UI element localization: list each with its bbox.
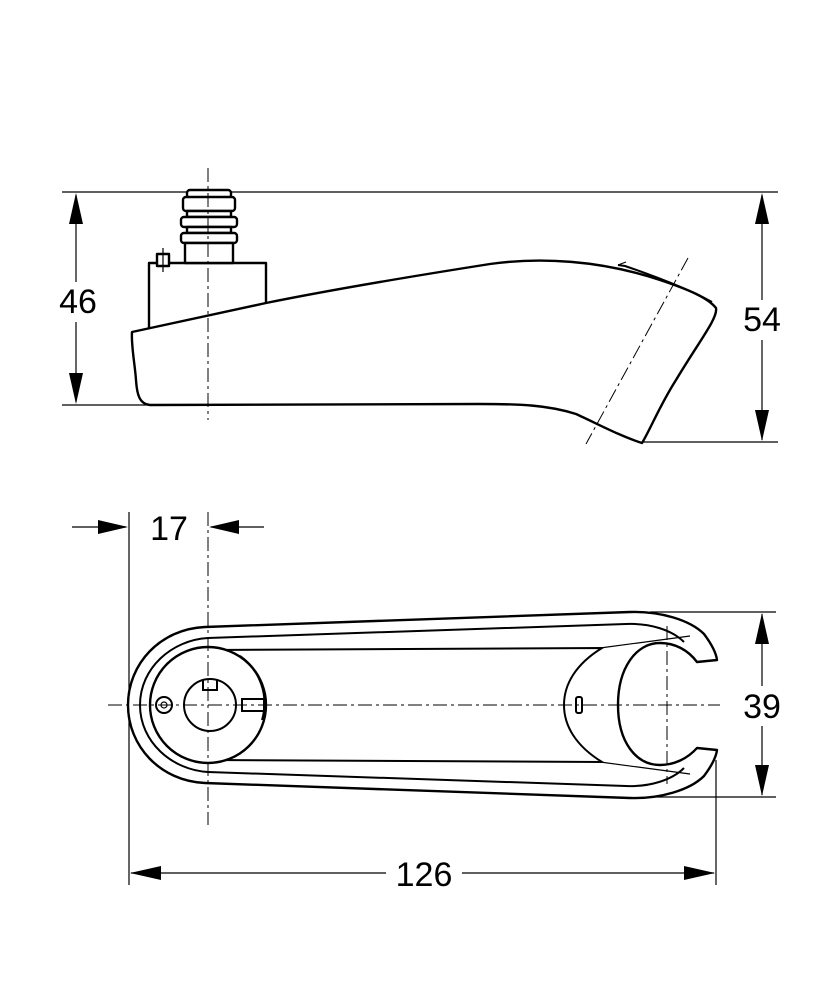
dim-39-arrow-bottom [755,765,769,796]
dim-46-label-bg [50,282,104,322]
dim-39-label: 39 [743,688,781,726]
dim-126-arrow-left [130,866,161,880]
dim-126-label: 126 [396,856,453,894]
dim-46-arrow-bottom [69,373,83,404]
dim-54-label-bg [736,300,790,340]
spout-body [130,259,718,445]
dim-126-arrow-right [684,866,715,880]
side-view: 46 54 [50,168,790,445]
top-view: 17 39 126 [72,510,790,894]
dim-39-arrow-top [755,613,769,644]
nozzle-lip [617,261,627,266]
rib-bottom [599,761,691,775]
holder-inner-rim [138,622,685,788]
rib-top [599,635,691,649]
dim-54-arrow-bottom [755,410,769,441]
dim-54-label: 54 [743,301,781,339]
nozzle-face-line [617,264,713,303]
dim-17-arrow-left [98,520,128,534]
mounting-disc-inner [239,655,266,721]
dim-39-label-bg [736,686,790,726]
holder-outer-outline [126,610,719,800]
dim-46-label: 46 [59,283,97,321]
bore-notch [202,680,218,691]
dim-46-arrow-top [69,193,83,224]
dim-126-label-bg [386,852,462,892]
dim-54-arrow-top [755,193,769,224]
dim-17-arrow-right [209,520,239,534]
threaded-nipple [179,188,239,265]
nozzle-axis-centerline [585,257,689,445]
dim-17-label: 17 [150,510,188,548]
